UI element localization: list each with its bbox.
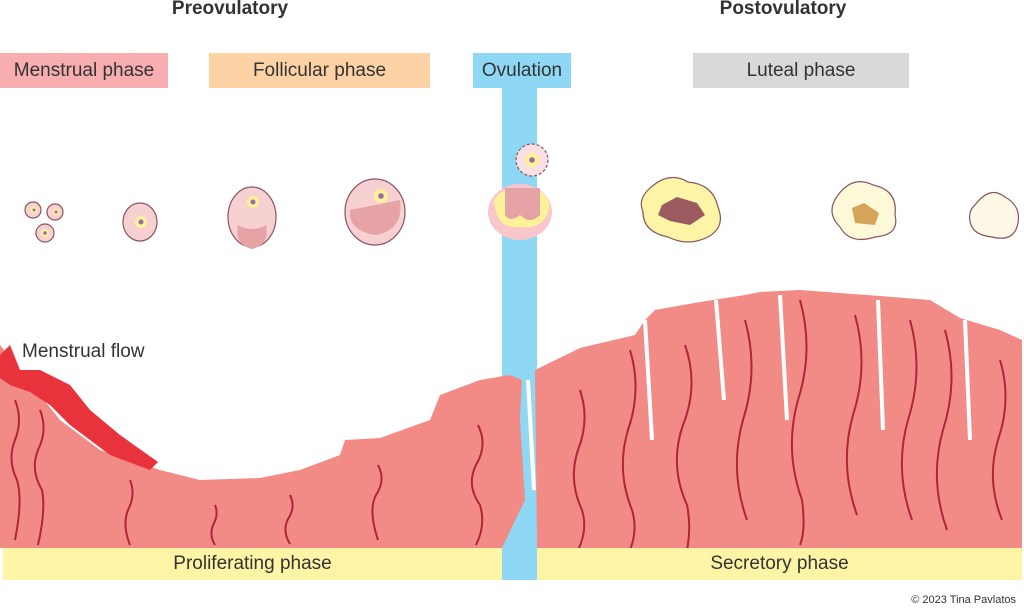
label-follicular-phase: Follicular phase <box>209 53 430 88</box>
label-menstrual-flow: Menstrual flow <box>22 341 145 362</box>
heading-postovulatory: Postovulatory <box>719 0 847 19</box>
heading-preovulatory: Preovulatory <box>171 0 289 19</box>
copyright: © 2023 Tina Pavlatos <box>911 594 1016 606</box>
follicles <box>24 143 1020 249</box>
endometrium-proliferating <box>0 345 525 548</box>
egg-cells <box>30 153 539 237</box>
label-ovulation: Ovulation <box>473 53 571 88</box>
gland-gaps <box>526 294 972 491</box>
endometrium-secretory <box>535 290 1022 548</box>
corpus-albicans <box>968 191 1020 239</box>
menstrual-flow <box>0 345 158 470</box>
label-secretory-phase: Secretory phase <box>537 548 1022 580</box>
label-luteal-phase: Luteal phase <box>693 53 909 88</box>
label-proliferating-phase: Proliferating phase <box>3 548 502 580</box>
label-menstrual-phase: Menstrual phase <box>0 53 168 88</box>
glands <box>10 299 1007 566</box>
